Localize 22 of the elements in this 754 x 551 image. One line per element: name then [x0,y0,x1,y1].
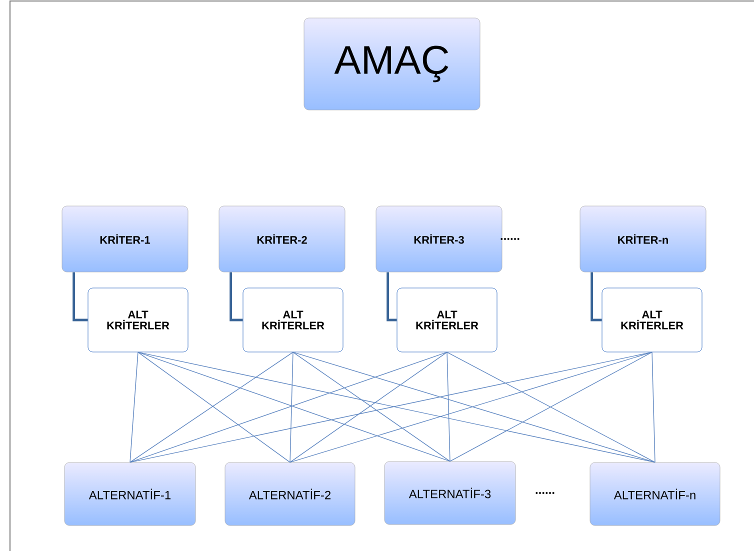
connector-line [230,272,243,322]
ellipsis: ...... [536,492,554,494]
sub-criteria-box: ALT KRİTERLER [88,288,188,352]
ellipsis: ...... [500,238,520,240]
alternative-box: ALTERNATİF-1 [64,462,196,526]
alternative-box: ALTERNATİF-3 [384,461,516,525]
alternative-box: ALTERNATİF-2 [224,462,356,526]
goal-box: AMAÇ [304,18,480,110]
criterion-box: KRİTER-n [580,206,706,272]
sub-criteria-box: ALT KRİTERLER [602,288,702,352]
connector-line [290,352,294,463]
criterion-box: KRİTER-2 [218,206,346,272]
criterion-box: KRİTER-1 [62,206,188,272]
connector-line [446,352,450,462]
connector-line [590,272,602,322]
sub-criteria-box: ALT KRİTERLER [242,288,344,352]
sub-criteria-box: ALT KRİTERLER [396,288,498,352]
connector-line [130,352,138,463]
alternative-box: ALTERNATİF-n [590,462,720,526]
connector-line [652,352,656,463]
connector-line [386,272,397,322]
connector-line [72,272,88,322]
